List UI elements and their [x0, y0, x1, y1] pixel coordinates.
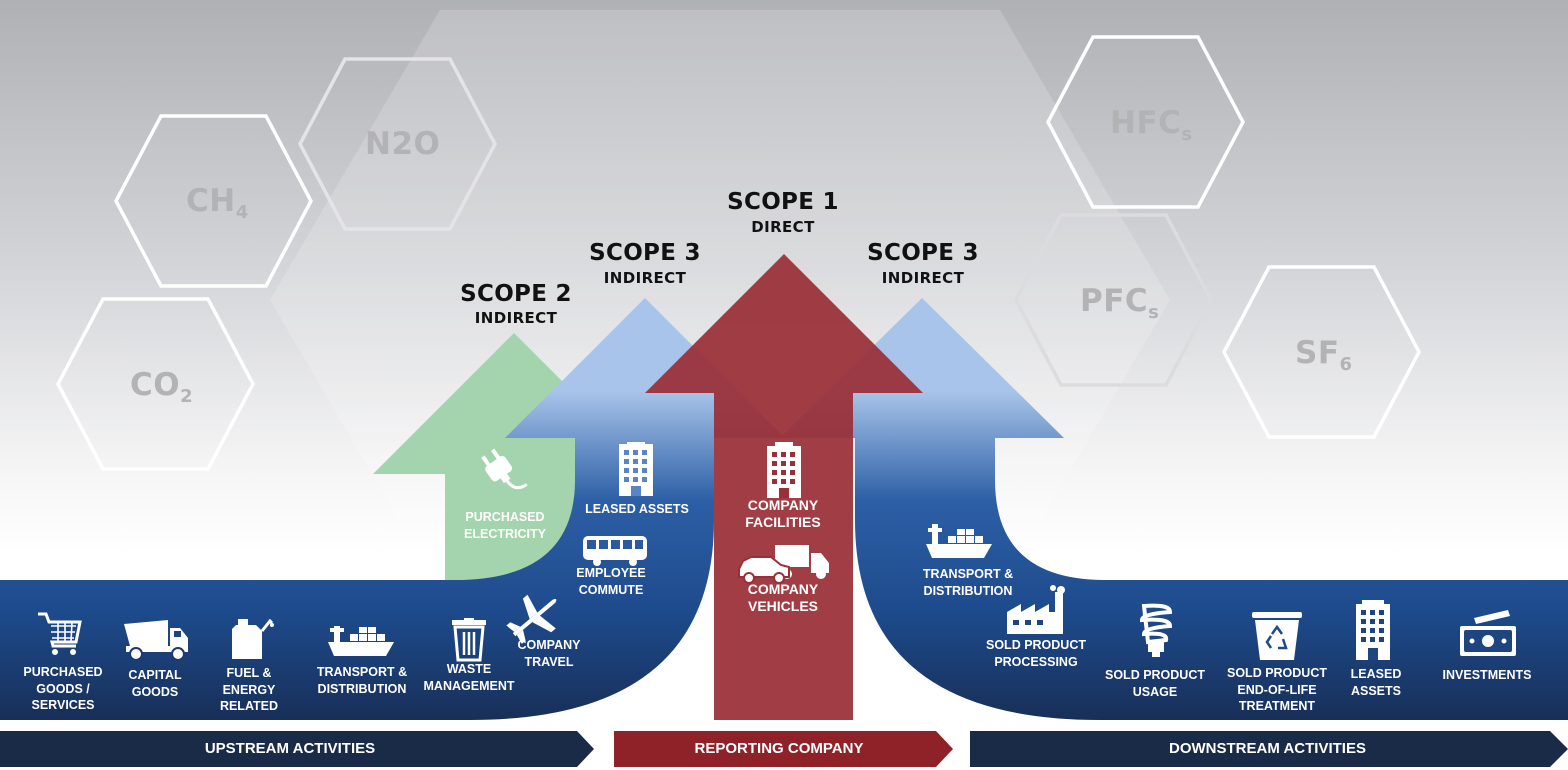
label-purchased-electricity: PURCHASED ELECTRICITY [464, 510, 546, 541]
label-transport-downstream: TRANSPORT & DISTRIBUTION [922, 567, 1014, 598]
scope2-subtitle: INDIRECT [474, 309, 558, 327]
label-sold-product-processing: SOLD PRODUCT PROCESSING [986, 638, 1086, 669]
building-icon [619, 442, 653, 496]
bus-icon [583, 536, 647, 566]
label-waste-management: WASTE MANAGEMENT [423, 662, 515, 693]
scope3-upstream-title: SCOPE 3 [589, 240, 701, 266]
car-and-truck-icon [738, 545, 829, 584]
gas-label-co2: CO2 [130, 367, 194, 407]
shopping-cart-icon [38, 612, 82, 655]
scope3-downstream-subtitle: INDIRECT [881, 269, 965, 287]
plug-icon [481, 448, 528, 490]
factory-icon [1007, 585, 1065, 634]
scope3-upstream-subtitle: INDIRECT [603, 269, 687, 287]
gas-label-n2o: N2O [365, 126, 441, 162]
gas-label-sf6: SF6 [1295, 335, 1353, 375]
facilities-building-icon [767, 442, 801, 498]
cargo-ship-icon [328, 626, 394, 656]
label-transport-upstream: TRANSPORT & DISTRIBUTION [316, 665, 408, 696]
footer-upstream-label: UPSTREAM ACTIVITIES [204, 740, 376, 757]
gas-label-hfcs: HFCs [1110, 105, 1193, 145]
footer-reporting-shape [614, 731, 953, 767]
label-sold-product-usage: SOLD PRODUCT USAGE [1105, 668, 1205, 699]
label-sold-product-eol: SOLD PRODUCT END-OF-LIFE TREATMENT [1227, 666, 1327, 713]
recycle-bin-icon [1252, 612, 1302, 660]
footer-reporting-label: REPORTING COMPANY [694, 740, 864, 757]
scope3-upstream-arrow [0, 298, 785, 720]
label-fuel-energy: FUEL & ENERGY RELATED [219, 666, 279, 713]
leased-assets-building-icon [1356, 600, 1390, 660]
scope3-downstream-title: SCOPE 3 [867, 240, 979, 266]
money-stack-icon [1460, 610, 1516, 656]
label-leased-assets-downstream: LEASED ASSETS [1350, 667, 1402, 698]
footer-upstream-shape [0, 731, 594, 767]
label-investments: INVESTMENTS [1442, 668, 1532, 682]
label-employee-commute: EMPLOYEE COMMUTE [576, 566, 646, 597]
label-purchased-goods: PURCHASED GOODS / SERVICES [23, 665, 103, 712]
gas-label-pfcs: PFCs [1080, 283, 1160, 323]
footer-downstream-shape [970, 731, 1568, 767]
label-company-facilities: COMPANY FACILITIES [745, 497, 821, 530]
scope2-title: SCOPE 2 [460, 281, 572, 307]
gas-hexagons [56, 35, 1421, 471]
hexagon-pfcs [1014, 213, 1213, 387]
fuel-can-icon [232, 618, 274, 659]
hexagon-co2 [56, 297, 255, 471]
label-company-vehicles: COMPANY VEHICLES [747, 581, 819, 614]
footer-reporting: REPORTING COMPANY [614, 731, 944, 767]
footer-upstream: UPSTREAM ACTIVITIES [0, 731, 580, 767]
hexagon-ch4 [114, 114, 313, 288]
label-capital-goods: CAPITAL GOODS [128, 668, 182, 699]
footer-downstream-label: DOWNSTREAM ACTIVITIES [1169, 740, 1366, 757]
light-bulb-icon [1139, 603, 1173, 657]
scope1-title: SCOPE 1 [727, 189, 839, 215]
trash-can-icon [452, 618, 486, 662]
hexagon-n2o [298, 57, 497, 231]
dump-truck-icon [124, 620, 188, 661]
gas-label-ch4: CH4 [186, 183, 249, 223]
hexagon-hfcs [1046, 35, 1245, 209]
scope2-arrow [373, 333, 655, 580]
footer-downstream: DOWNSTREAM ACTIVITIES [970, 731, 1565, 767]
scope1-subtitle: DIRECT [751, 218, 815, 236]
label-company-travel: COMPANY TRAVEL [517, 638, 581, 669]
cargo-ship-icon-downstream [926, 524, 992, 558]
label-leased-assets-upstream: LEASED ASSETS [585, 502, 689, 516]
airplane-icon [506, 594, 557, 644]
hexagon-sf6 [1222, 265, 1421, 439]
